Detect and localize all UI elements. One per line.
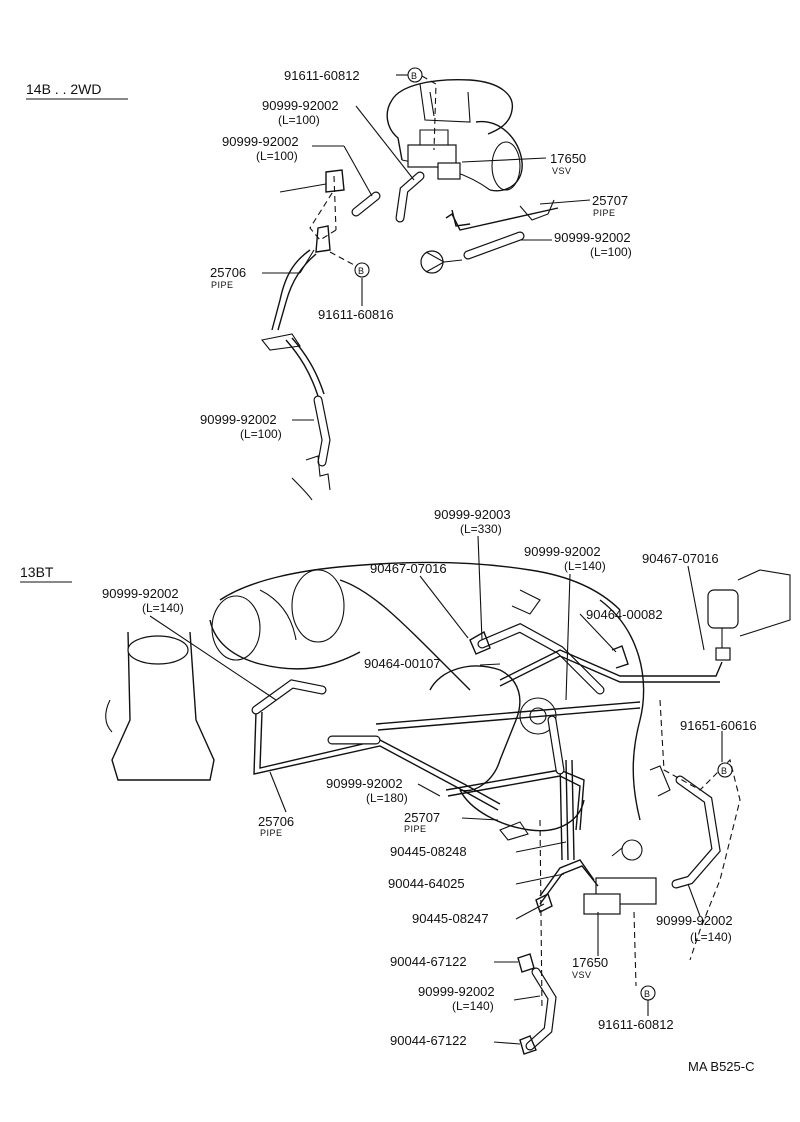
label-vsv-top: VSV <box>552 166 572 176</box>
label-l180: (L=180) <box>366 791 408 805</box>
bottom-assembly-drawing: B B <box>105 561 791 1055</box>
section-header-bottom: 13BT <box>20 564 72 583</box>
section-title-bottom: 13BT <box>20 564 54 580</box>
label-90445-08247: 90445-08247 <box>412 911 489 926</box>
label-l330: (L=330) <box>460 522 502 536</box>
label-vsv-bottom: VSV <box>572 970 592 980</box>
label-90999-92002-e: 90999-92002 <box>524 544 601 559</box>
label-l140-i: (L=140) <box>452 999 494 1013</box>
label-90999-92002-h: 90999-92002 <box>656 913 733 928</box>
section-title-top: 14B . . 2WD <box>26 81 101 97</box>
label-90044-67122-a: 90044-67122 <box>390 954 467 969</box>
label-90999-92002-g: 90999-92002 <box>326 776 403 791</box>
figure-code: MA B525-C <box>688 1059 754 1074</box>
label-pipe-25706-top: PIPE <box>211 280 234 290</box>
label-91611-60812-bottom: 91611-60812 <box>598 1017 674 1032</box>
label-90999-92002-i: 90999-92002 <box>418 984 495 999</box>
label-l100-c: (L=100) <box>590 245 632 259</box>
label-25707-top: 25707 <box>592 193 628 208</box>
label-pipe-25707-top: PIPE <box>593 208 616 218</box>
label-90464-00082: 90464-00082 <box>586 607 663 622</box>
label-17650-top: 17650 <box>550 151 586 166</box>
label-91611-60816: 91611-60816 <box>318 307 394 322</box>
label-90044-67122-b: 90044-67122 <box>390 1033 467 1048</box>
label-90999-92003: 90999-92003 <box>434 507 511 522</box>
label-90044-64025: 90044-64025 <box>388 876 465 891</box>
label-90999-92002-a: 90999-92002 <box>262 98 339 113</box>
label-25706-bottom: 25706 <box>258 814 294 829</box>
bolt-mark-bottom-1: B <box>721 766 728 776</box>
label-90999-92002-f: 90999-92002 <box>102 586 179 601</box>
label-pipe-25707-bottom: PIPE <box>404 824 427 834</box>
top-leader-lines <box>262 74 591 421</box>
label-l100-b: (L=100) <box>256 149 298 163</box>
bottom-leader-lines <box>149 535 723 1045</box>
label-91651-60616: 91651-60616 <box>680 718 757 733</box>
section-header-top: 14B . . 2WD <box>26 81 128 100</box>
label-90464-00107: 90464-00107 <box>364 656 441 671</box>
label-90467-07016-left: 90467-07016 <box>370 561 447 576</box>
bolt-mark-bottom-2: B <box>644 989 651 999</box>
label-l140-f: (L=140) <box>142 601 184 615</box>
label-90445-08248: 90445-08248 <box>390 844 467 859</box>
label-l100-d: (L=100) <box>240 427 282 441</box>
label-90999-92002-d: 90999-92002 <box>200 412 277 427</box>
label-90467-07016-right: 90467-07016 <box>642 551 719 566</box>
top-assembly-drawing: B B <box>261 67 559 501</box>
label-90999-92002-b: 90999-92002 <box>222 134 299 149</box>
top-labels: 91611-60812 90999-92002 (L=100) 90999-92… <box>200 68 632 441</box>
label-25707-bottom: 25707 <box>404 810 440 825</box>
label-pipe-25706-bottom: PIPE <box>260 828 283 838</box>
label-91611-60812-top: 91611-60812 <box>284 68 360 83</box>
label-l100-a: (L=100) <box>278 113 320 127</box>
label-l140-e: (L=140) <box>564 559 606 573</box>
bolt-mark-top-2: B <box>358 266 365 276</box>
label-l140-h: (L=140) <box>690 930 732 944</box>
label-17650-bottom: 17650 <box>572 955 608 970</box>
bolt-mark-top-1: B <box>411 71 418 81</box>
label-25706-top: 25706 <box>210 265 246 280</box>
bottom-labels: 90999-92003 (L=330) 90999-92002 (L=140) … <box>102 507 757 1048</box>
label-90999-92002-c: 90999-92002 <box>554 230 631 245</box>
